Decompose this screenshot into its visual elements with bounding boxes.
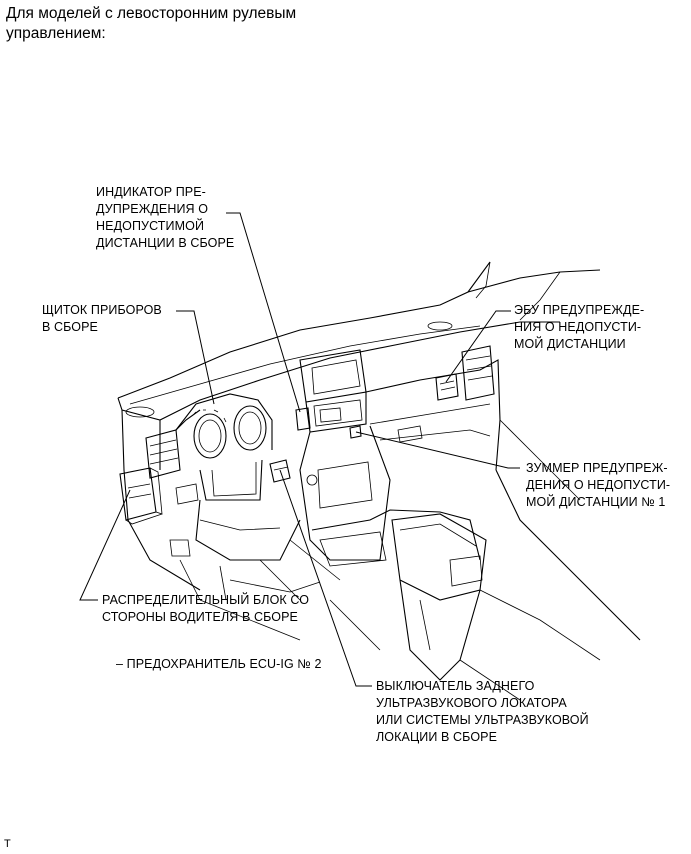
callout-sonar-switch-line-4: ЛОКАЦИИ В СБОРЕ bbox=[376, 730, 498, 744]
callout-buzzer-line-2: ДЕНИЯ О НЕДОПУСТИ- bbox=[526, 478, 671, 492]
diagram-heading: Для моделей с левосторонним рулевым упра… bbox=[6, 4, 296, 44]
callout-indicator-line-3: НЕДОПУСТИМОЙ bbox=[96, 219, 205, 233]
callout-ecu-line-1: ЭБУ ПРЕДУПРЕЖДЕ- bbox=[514, 303, 645, 317]
callout-sonar-switch: ВЫКЛЮЧАТЕЛЬ ЗАДНЕГО УЛЬТРАЗВУКОВОГО ЛОКА… bbox=[376, 678, 589, 746]
callout-fuse: – ПРЕДОХРАНИТЕЛЬ ECU-IG № 2 bbox=[116, 656, 322, 673]
callout-junction-block-line-1: РАСПРЕДЕЛИТЕЛЬНЫЙ БЛОК СО bbox=[102, 593, 310, 607]
callout-combination-meter-line-1: ЩИТОК ПРИБОРОВ bbox=[42, 303, 162, 317]
callout-buzzer-line-1: ЗУММЕР ПРЕДУПРЕЖ- bbox=[526, 461, 668, 475]
heading-line-1: Для моделей с левосторонним рулевым bbox=[6, 5, 297, 22]
callout-sonar-switch-line-1: ВЫКЛЮЧАТЕЛЬ ЗАДНЕГО bbox=[376, 679, 535, 693]
callout-ecu: ЭБУ ПРЕДУПРЕЖДЕ- НИЯ О НЕДОПУСТИ- МОЙ ДИ… bbox=[514, 302, 644, 353]
callout-fuse-text: – ПРЕДОХРАНИТЕЛЬ ECU-IG № 2 bbox=[116, 657, 322, 671]
callout-indicator-line-4: ДИСТАНЦИИ В СБОРЕ bbox=[96, 236, 235, 250]
footer-mark: T bbox=[4, 838, 11, 850]
callout-buzzer-line-3: МОЙ ДИСТАНЦИИ № 1 bbox=[526, 495, 666, 509]
callout-indicator: ИНДИКАТОР ПРЕ- ДУПРЕЖДЕНИЯ О НЕДОПУСТИМО… bbox=[96, 184, 234, 252]
callout-junction-block-line-2: СТОРОНЫ ВОДИТЕЛЯ В СБОРЕ bbox=[102, 610, 298, 624]
callout-junction-block: РАСПРЕДЕЛИТЕЛЬНЫЙ БЛОК СО СТОРОНЫ ВОДИТЕ… bbox=[102, 592, 309, 626]
heading-line-2: управлением: bbox=[6, 25, 106, 42]
callout-sonar-switch-line-2: УЛЬТРАЗВУКОВОГО ЛОКАТОРА bbox=[376, 696, 567, 710]
callout-indicator-line-1: ИНДИКАТОР ПРЕ- bbox=[96, 185, 206, 199]
callout-combination-meter: ЩИТОК ПРИБОРОВ В СБОРЕ bbox=[42, 302, 162, 336]
callout-sonar-switch-line-3: ИЛИ СИСТЕМЫ УЛЬТРАЗВУКОВОЙ bbox=[376, 713, 589, 727]
callout-ecu-line-2: НИЯ О НЕДОПУСТИ- bbox=[514, 320, 642, 334]
callout-buzzer: ЗУММЕР ПРЕДУПРЕЖ- ДЕНИЯ О НЕДОПУСТИ- МОЙ… bbox=[526, 460, 670, 511]
callout-indicator-line-2: ДУПРЕЖДЕНИЯ О bbox=[96, 202, 209, 216]
callout-combination-meter-line-2: В СБОРЕ bbox=[42, 320, 98, 334]
callout-ecu-line-3: МОЙ ДИСТАНЦИИ bbox=[514, 337, 626, 351]
